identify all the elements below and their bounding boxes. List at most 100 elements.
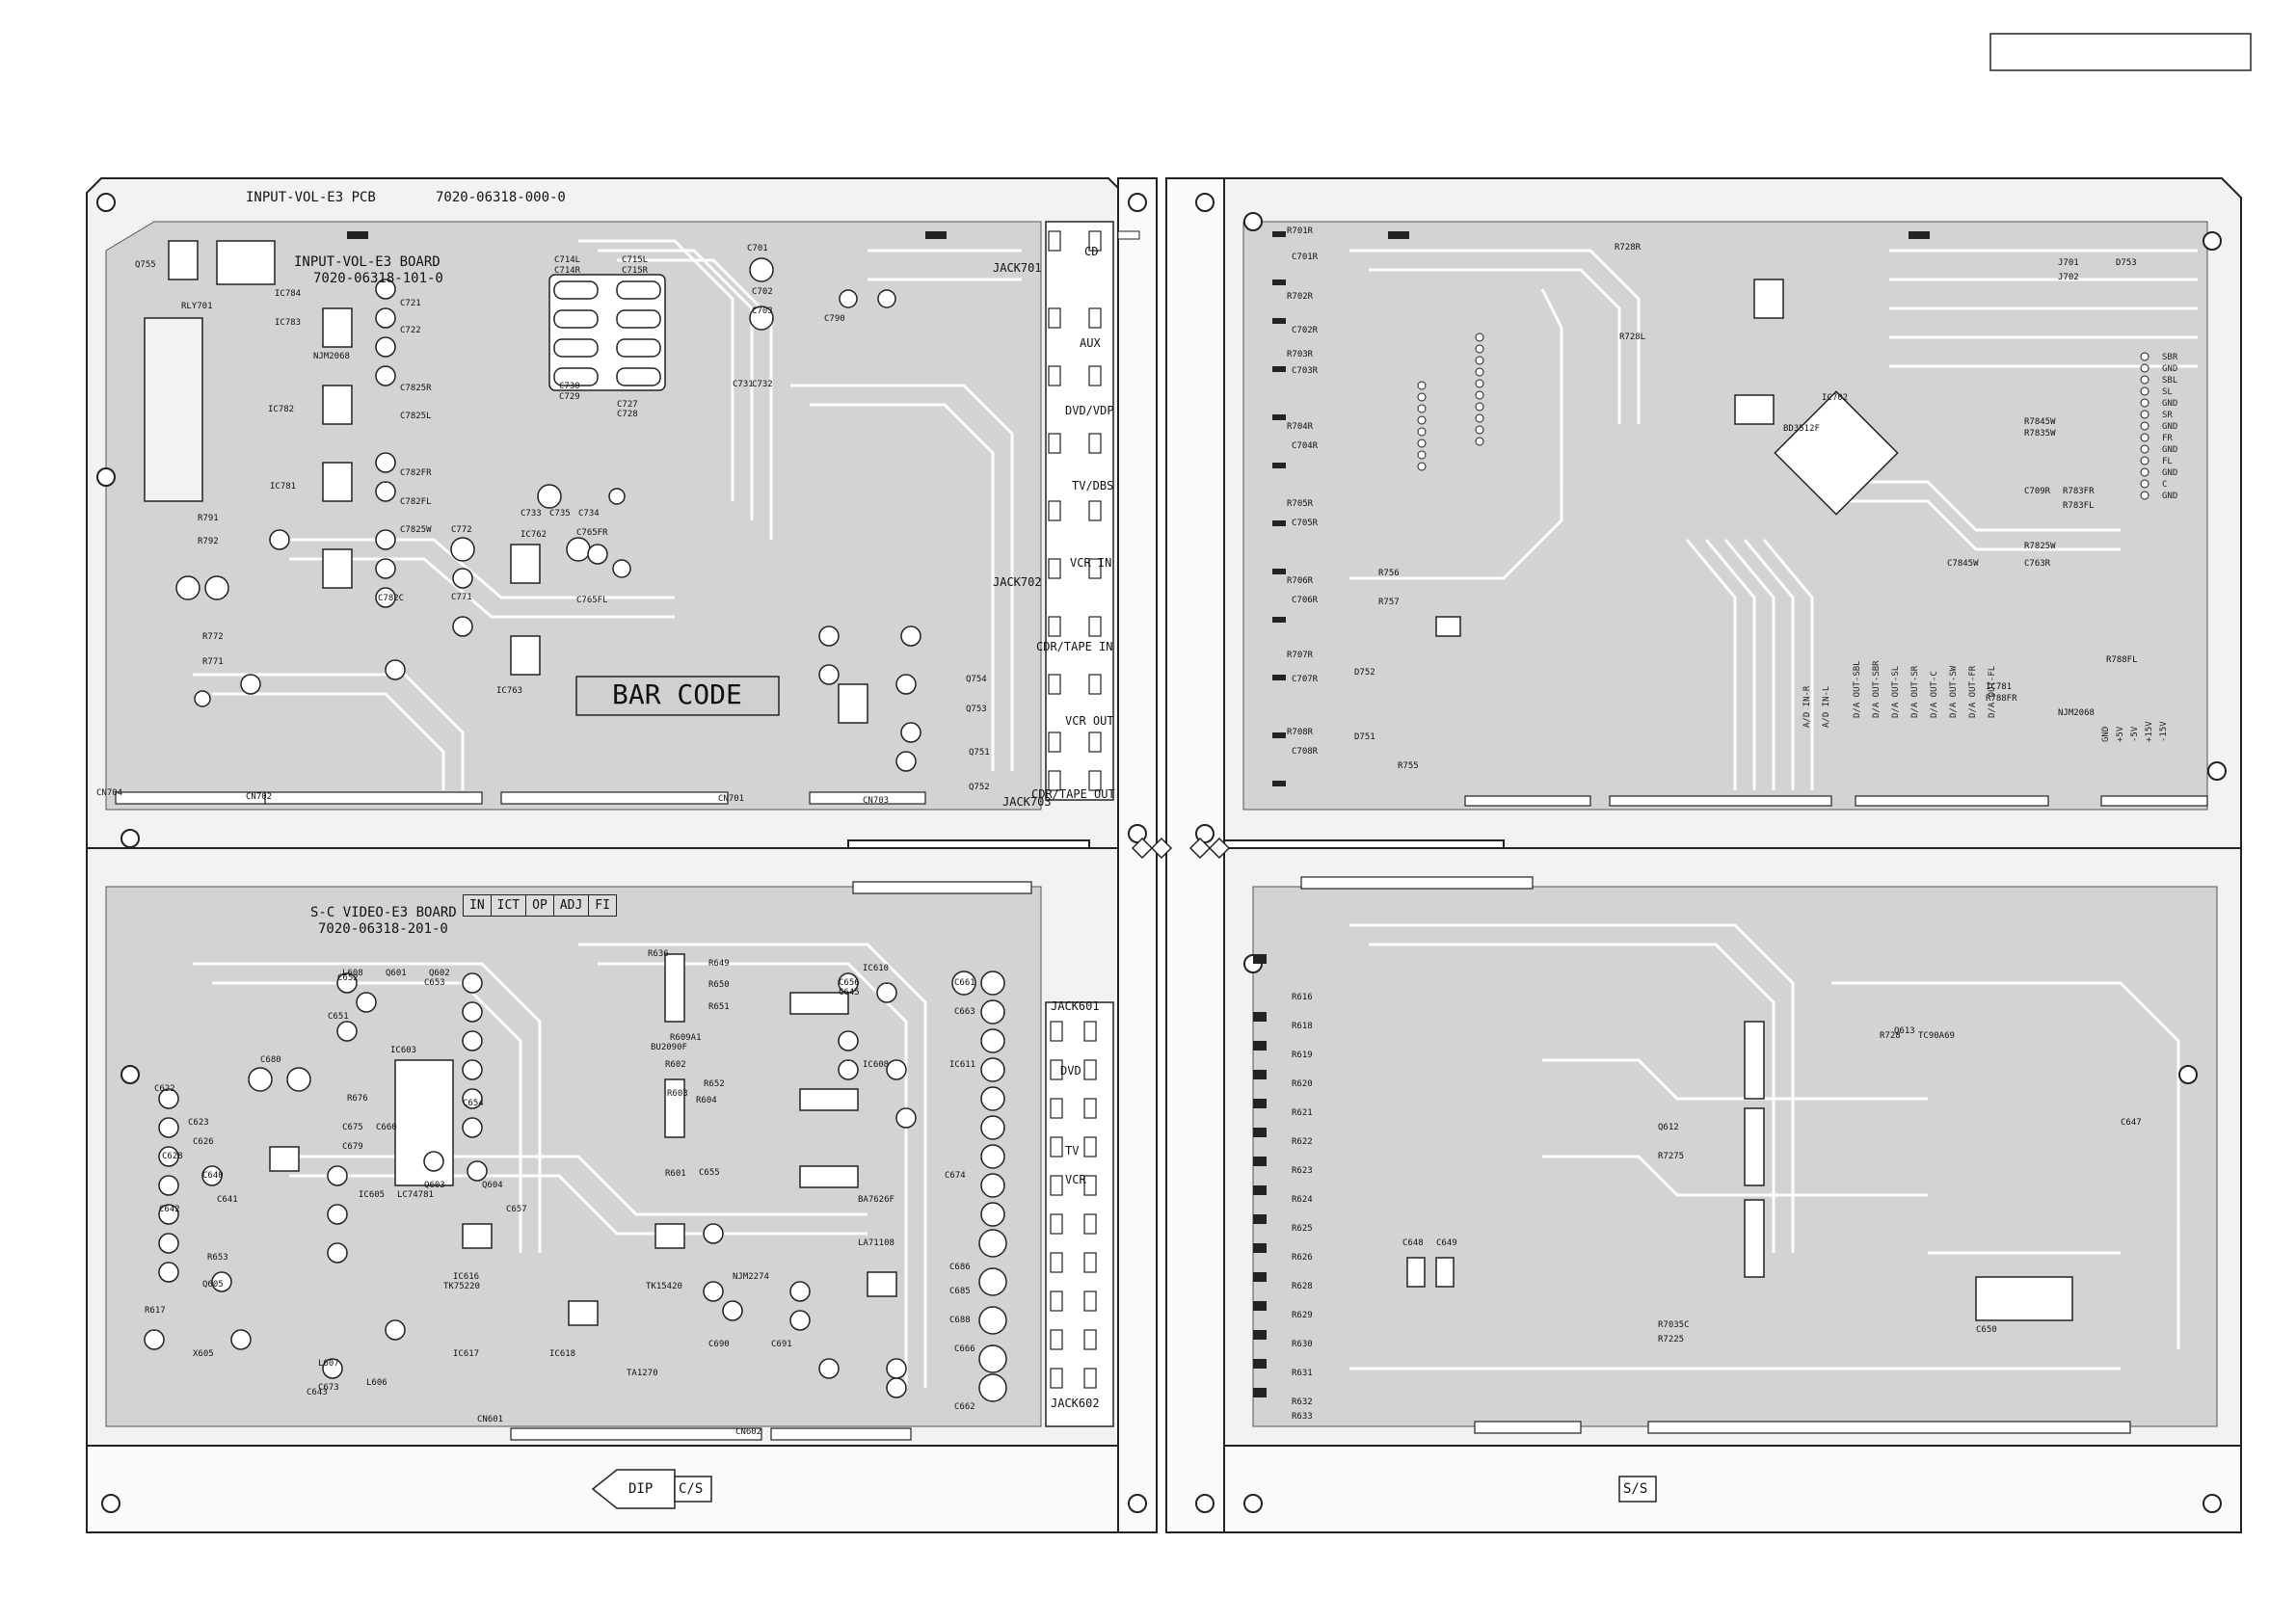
bottom-pin-label: D/A OUT-FR xyxy=(1968,665,1978,718)
right-bottom-label: R7035C xyxy=(1658,1320,1690,1330)
bottom-pin-label: D/A OUT-SL xyxy=(1891,665,1901,718)
ic-label: IC618 xyxy=(549,1349,576,1359)
ic-label: IC783 xyxy=(275,318,302,328)
side-pin-label: FL xyxy=(2162,457,2173,466)
right-top-label: R756 xyxy=(1378,569,1400,578)
jack-label: TV xyxy=(1065,1144,1080,1157)
right-bottom-label: TC90A69 xyxy=(1918,1031,1955,1041)
right-bottom-label: R628 xyxy=(1292,1282,1313,1291)
ic-label: IC763 xyxy=(496,686,523,696)
bottom-pin-label: D/A OUT-FL xyxy=(1988,665,1997,718)
part-label: C666 xyxy=(954,1344,975,1354)
part-label: R792 xyxy=(198,537,219,546)
ic-label: TK75220 xyxy=(443,1282,480,1291)
part-label: C702 xyxy=(752,287,773,297)
part-label: C652 xyxy=(337,973,359,983)
part-label: C782FR xyxy=(400,468,432,478)
side-pin-label: GND xyxy=(2162,445,2178,455)
part-label: C782C xyxy=(378,594,405,603)
right-bottom-label: R624 xyxy=(1292,1195,1313,1205)
part-label: R604 xyxy=(696,1096,717,1105)
ic-label: IC616 xyxy=(453,1272,480,1282)
side-pin-label: C xyxy=(2162,480,2168,490)
ic-label: IC603 xyxy=(390,1046,417,1055)
notches xyxy=(1131,837,1231,860)
right-bottom-label: R7225 xyxy=(1658,1335,1685,1344)
right-top-label: D751 xyxy=(1354,732,1375,742)
part-label: NJM2068 xyxy=(313,352,350,361)
right-top-label: R704R xyxy=(1287,422,1314,432)
part-label: C655 xyxy=(699,1168,720,1178)
part-label: C7825W xyxy=(400,525,432,535)
bottom-pin-label: GND xyxy=(2101,726,2111,742)
part-label: C642 xyxy=(159,1205,180,1214)
right-bottom-label: R616 xyxy=(1292,993,1313,1002)
ic-label: IC605 xyxy=(359,1190,386,1200)
film-capacitors xyxy=(548,274,666,391)
part-label: R791 xyxy=(198,514,219,523)
right-top-label: C703R xyxy=(1292,366,1319,376)
jack-label: TV/DBS xyxy=(1072,479,1114,492)
bottom-pin-label: D/A OUT-SBR xyxy=(1872,660,1882,718)
right-top-label: C707R xyxy=(1292,675,1319,684)
status-cell: ICT xyxy=(492,895,527,916)
part-label: C656 xyxy=(839,978,860,988)
ic-label: Q751 xyxy=(969,748,990,758)
part-label: C675 xyxy=(342,1123,363,1132)
right-bottom-label: R631 xyxy=(1292,1369,1313,1378)
bar-code-box-shape xyxy=(575,676,780,716)
right-top-label: R708R xyxy=(1287,728,1314,737)
side-pin-label: GND xyxy=(2162,422,2178,432)
part-label: C685 xyxy=(949,1287,971,1296)
right-bottom-label: R623 xyxy=(1292,1166,1313,1176)
side-pin-label: GND xyxy=(2162,399,2178,409)
part-label: C790 xyxy=(824,314,845,324)
right-top-label: R788FL xyxy=(2106,655,2138,665)
part-label: C686 xyxy=(949,1263,971,1272)
part-label: C714R xyxy=(554,266,581,276)
ic-label: TK15420 xyxy=(646,1282,682,1291)
part-label: C657 xyxy=(506,1205,527,1214)
part-label: C731 xyxy=(733,380,754,389)
part-label: C690 xyxy=(708,1340,730,1349)
right-bottom-label: R622 xyxy=(1292,1137,1313,1147)
part-label: R601 xyxy=(665,1169,686,1179)
bottom-pin-label: -15V xyxy=(2159,721,2169,742)
part-label: C651 xyxy=(328,1012,349,1022)
right-top-label: R701R xyxy=(1287,226,1314,236)
part-label: Q605 xyxy=(202,1280,224,1290)
right-top-label: J702 xyxy=(2058,273,2079,282)
right-top-label: R703R xyxy=(1287,350,1314,359)
jack-label: VCR xyxy=(1065,1173,1086,1186)
right-top-label: C702R xyxy=(1292,326,1319,335)
bottom-pin-label: D/A OUT-C xyxy=(1930,671,1939,718)
side-pin-label: GND xyxy=(2162,468,2178,478)
part-label: C640 xyxy=(202,1171,224,1181)
part-label: C732 xyxy=(752,380,773,389)
bottom-pin-label: +15V xyxy=(2145,721,2154,742)
jack-label: JACK602 xyxy=(1051,1397,1100,1410)
right-top-label: R702R xyxy=(1287,292,1314,302)
right-bottom-label: R632 xyxy=(1292,1397,1313,1407)
part-label: L607 xyxy=(318,1359,339,1369)
right-top-label: R706R xyxy=(1287,576,1314,586)
right-top-label: R728R xyxy=(1615,243,1642,253)
part-label: C7825L xyxy=(400,412,432,421)
jack-label: JACK601 xyxy=(1051,999,1100,1013)
right-bottom-label: R619 xyxy=(1292,1051,1313,1060)
connector-label: CN704 xyxy=(96,788,123,798)
cs-box-label: C/S xyxy=(679,1481,704,1497)
right-top-label: C708R xyxy=(1292,747,1319,757)
part-label: Q604 xyxy=(482,1181,503,1190)
capacitors xyxy=(144,257,1007,1402)
right-top-label: BD3512F xyxy=(1783,424,1820,434)
part-label: R649 xyxy=(708,959,730,969)
right-top-label: J701 xyxy=(2058,258,2079,268)
right-bottom-label: R630 xyxy=(1292,1340,1313,1349)
bottom-pin-label: A/D IN-L xyxy=(1822,685,1831,728)
bottom-pin-label: D/A OUT-SR xyxy=(1910,665,1920,718)
part-label: C680 xyxy=(260,1055,281,1065)
right-top-label: R783FR xyxy=(2063,487,2095,496)
part-label: C771 xyxy=(451,593,472,602)
right-top-label: R728L xyxy=(1619,333,1646,342)
